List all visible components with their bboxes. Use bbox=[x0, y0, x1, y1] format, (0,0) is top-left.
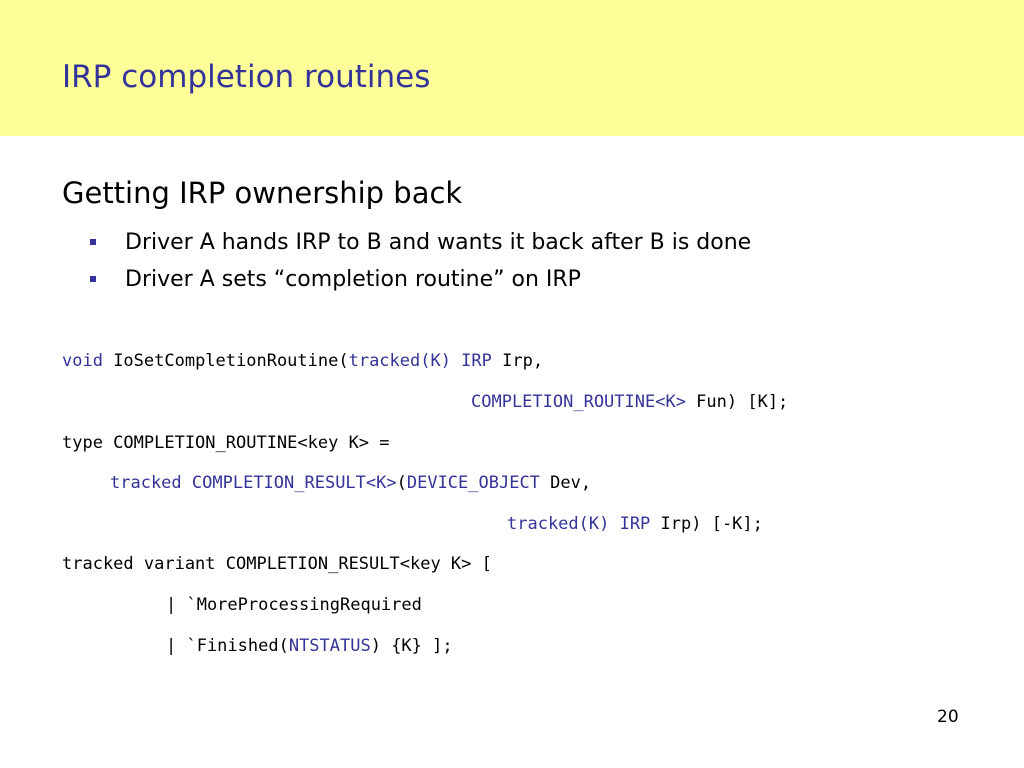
code-keyword: tracked bbox=[110, 473, 182, 493]
bullet-text: Driver A sets “completion routine” on IR… bbox=[125, 267, 581, 292]
code-text: Fun) [K]; bbox=[685, 392, 789, 412]
code-text: type COMPLETION_ROUTINE<key K> = bbox=[62, 433, 390, 453]
code-text: IoSetCompletionRoutine( bbox=[102, 351, 349, 371]
code-text bbox=[182, 473, 192, 493]
code-text: Irp, bbox=[491, 351, 544, 371]
code-keyword: DEVICE_OBJECT bbox=[406, 473, 540, 493]
title-band bbox=[0, 0, 1024, 136]
bullet-text: Driver A hands IRP to B and wants it bac… bbox=[125, 230, 752, 255]
code-line: tracked(K) IRP Irp) [-K]; bbox=[507, 513, 763, 535]
code-line: void IoSetCompletionRoutine(tracked(K) I… bbox=[62, 350, 543, 372]
code-line: | `Finished(NTSTATUS) {K} ]; bbox=[166, 635, 453, 657]
code-keyword: NTSTATUS bbox=[288, 636, 371, 656]
square-bullet-icon bbox=[90, 239, 96, 245]
code-line: tracked COMPLETION_RESULT<K>(DEVICE_OBJE… bbox=[110, 472, 591, 494]
code-keyword: COMPLETION_ROUTINE<K> bbox=[471, 392, 686, 412]
code-keyword: void bbox=[62, 351, 103, 371]
code-text: tracked variant COMPLETION_RESULT<key K>… bbox=[62, 554, 492, 574]
code-text: Irp) [-K]; bbox=[650, 514, 763, 534]
slide-title: IRP completion routines bbox=[62, 59, 431, 95]
page-number: 20 bbox=[937, 707, 959, 727]
section-heading: Getting IRP ownership back bbox=[62, 176, 463, 210]
square-bullet-icon bbox=[90, 276, 96, 282]
code-text: ( bbox=[396, 473, 407, 493]
code-line: type COMPLETION_ROUTINE<key K> = bbox=[62, 432, 390, 454]
code-line: tracked variant COMPLETION_RESULT<key K>… bbox=[62, 553, 492, 575]
code-keyword: COMPLETION_RESULT<K> bbox=[191, 473, 397, 493]
code-text: | `MoreProcessingRequired bbox=[166, 595, 422, 615]
code-line: COMPLETION_ROUTINE<K> Fun) [K]; bbox=[471, 391, 788, 413]
code-text: | `Finished( bbox=[166, 636, 289, 656]
code-text: ) {K} ]; bbox=[370, 636, 453, 656]
code-keyword: tracked(K) IRP bbox=[507, 514, 651, 534]
code-line: | `MoreProcessingRequired bbox=[166, 594, 422, 616]
code-keyword: tracked(K) IRP bbox=[348, 351, 492, 371]
code-text: Dev, bbox=[539, 473, 592, 493]
